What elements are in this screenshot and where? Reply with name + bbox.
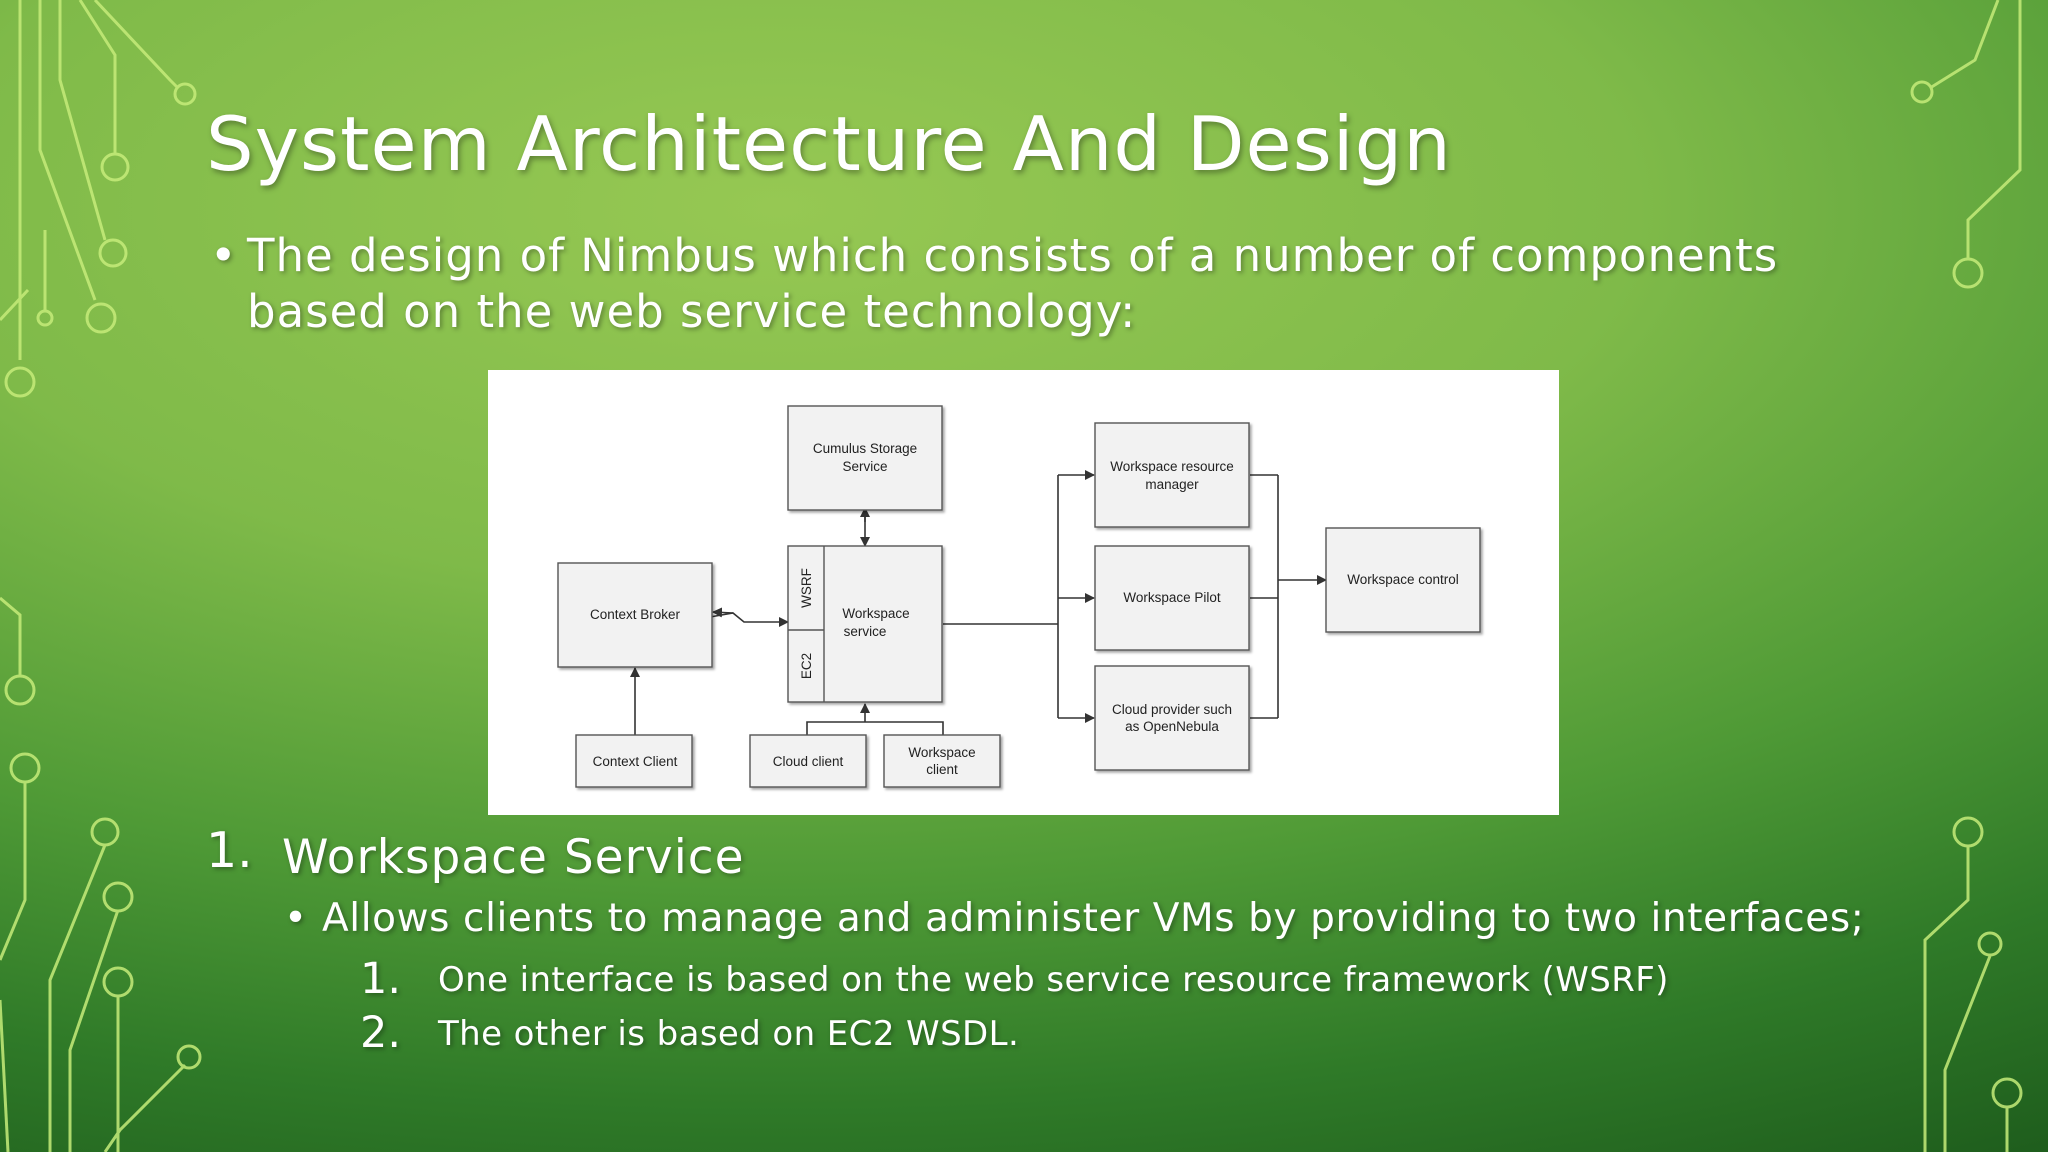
- workspace-control-label: Workspace control: [1347, 572, 1459, 587]
- context-broker-box: [557, 562, 713, 668]
- workspace-client-label-2: client: [926, 762, 958, 777]
- workspace-pilot-box: [1094, 545, 1250, 651]
- workspace-service-label-1: Workspace: [842, 606, 909, 621]
- sub-item-number: 1.: [360, 954, 402, 1004]
- cumulus-label-2: Service: [842, 459, 887, 474]
- workspace-service-label-2: service: [844, 624, 887, 639]
- cloud-provider-label-1: Cloud provider such: [1112, 702, 1232, 717]
- cloud-provider-label-2: as OpenNebula: [1125, 719, 1219, 734]
- cumulus-label-1: Cumulus Storage: [813, 441, 917, 456]
- bullet-dot: •: [210, 229, 238, 282]
- architecture-diagram-svg: Cumulus Storage Service Context Broker W…: [557, 405, 1481, 788]
- context-client-box: [575, 734, 693, 788]
- sub-item-number: 2.: [360, 1008, 402, 1058]
- context-client-label: Context Client: [593, 754, 678, 769]
- ec2-tab-label: EC2: [799, 653, 814, 679]
- workspace-service-box: [787, 545, 943, 703]
- workspace-client-label-1: Workspace: [908, 745, 975, 760]
- cloud-client-label: Cloud client: [773, 754, 844, 769]
- resource-manager-box: [1094, 422, 1250, 528]
- slide-title: System Architecture And Design: [206, 100, 1452, 188]
- sub-item-text: The other is based on EC2 WSDL.: [438, 1014, 1020, 1054]
- architecture-diagram: Cumulus Storage Service Context Broker W…: [488, 370, 1559, 815]
- workspace-pilot-label: Workspace Pilot: [1123, 590, 1221, 605]
- bullet-dot: •: [284, 896, 308, 941]
- sub-bullet-text: Allows clients to manage and administer …: [322, 896, 1865, 941]
- context-broker-label: Context Broker: [590, 607, 681, 622]
- sub-item-text: One interface is based on the web servic…: [438, 960, 1669, 1000]
- resource-manager-label-2: manager: [1145, 477, 1199, 492]
- cloud-client-box: [749, 734, 867, 788]
- workspace-control-box: [1325, 527, 1481, 633]
- cumulus-storage-box: [787, 405, 943, 511]
- cloud-provider-box: [1094, 665, 1250, 771]
- wsrf-tab-label: WSRF: [799, 568, 814, 608]
- resource-manager-label-1: Workspace resource: [1110, 459, 1234, 474]
- section-number: 1.: [206, 822, 253, 879]
- intro-bullet-text: The design of Nimbus which consists of a…: [247, 229, 1779, 338]
- workspace-client-box: [883, 734, 1001, 788]
- section-heading: Workspace Service: [282, 830, 745, 885]
